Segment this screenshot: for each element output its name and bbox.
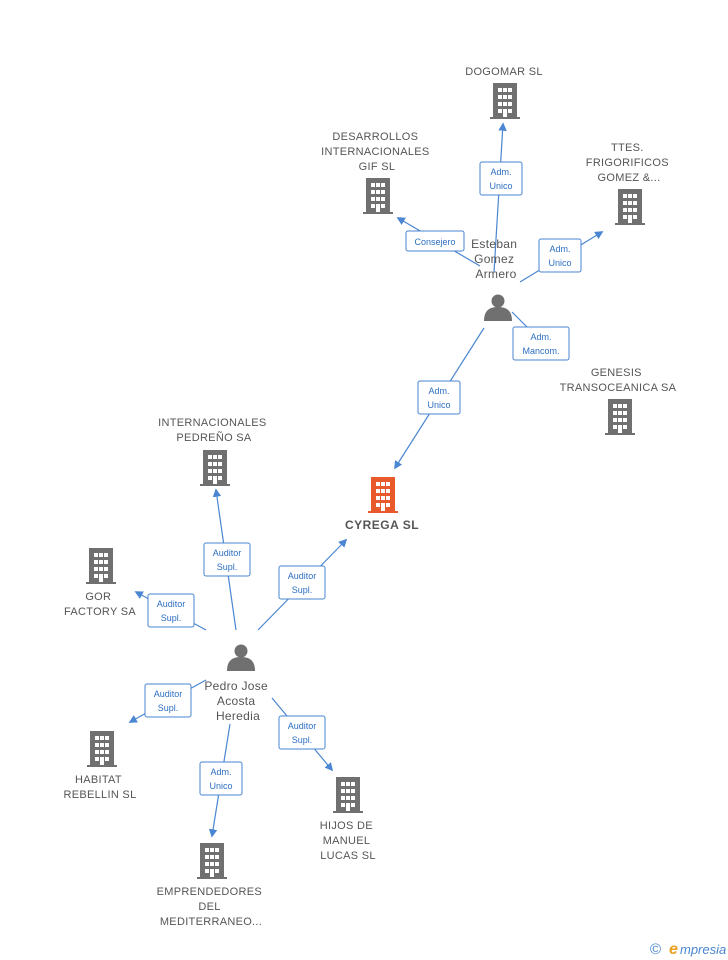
building-icon [197,843,227,879]
node-label: GENESIS TRANSOCEANICA SA [560,367,677,394]
building-icon [86,548,116,584]
node-internacionales[interactable]: INTERNACIONALES PEDREÑO SA [158,417,270,486]
building-icon [490,83,520,119]
node-dogomar[interactable]: DOGOMAR SL [465,66,543,119]
node-genesis[interactable]: GENESIS TRANSOCEANICA SA [560,367,677,435]
building-icon [87,731,117,767]
svg-text:Adm.Unico: Adm.Unico [548,244,571,268]
node-label: GOR FACTORY SA [64,591,136,618]
node-ttes[interactable]: TTES. FRIGORIFICOS GOMEZ &... [586,142,672,225]
edge-label-emprendedores[interactable]: Adm.Unico [199,761,243,796]
node-gor[interactable]: GOR FACTORY SA [64,548,136,618]
node-label: EMPRENDEDORES DEL MEDITERRANEO... [157,886,266,928]
building-icon [200,450,230,486]
node-esteban[interactable]: Esteban Gomez Armero [471,237,521,321]
edge-lines [128,122,604,838]
edge-label-ttes[interactable]: Adm.Unico [538,238,582,273]
edge-label-genesis[interactable]: Adm.Mancom. [512,326,570,361]
watermark: © e mpresia [650,941,726,958]
node-emprendedores[interactable]: EMPRENDEDORES DEL MEDITERRANEO... [157,843,266,928]
building-icon [615,189,645,225]
edge-label-cyrega-esteban[interactable]: Adm.Unico [417,380,461,415]
node-label: HIJOS DE MANUEL LUCAS SL [320,820,377,862]
node-label: Pedro Jose Acosta Heredia [204,679,271,723]
edge-label-dogomar[interactable]: Adm.Unico [479,161,523,196]
building-icon [605,399,635,435]
person-icon [227,644,255,671]
building-icon [333,777,363,813]
svg-text:Adm.Unico: Adm.Unico [489,167,512,191]
svg-text:Adm.Unico: Adm.Unico [427,386,450,410]
node-desarrollos[interactable]: DESARROLLOS INTERNACIONALES GIF SL [321,131,433,214]
node-hijos[interactable]: HIJOS DE MANUEL LUCAS SL [320,777,377,862]
svg-text:Adm.Mancom.: Adm.Mancom. [522,332,559,356]
node-label: DESARROLLOS INTERNACIONALES GIF SL [321,131,433,173]
node-label: Esteban Gomez Armero [471,237,521,281]
copyright-symbol: © [650,941,661,958]
node-label: INTERNACIONALES PEDREÑO SA [158,417,270,444]
node-label: CYREGA SL [345,518,419,532]
brand-name: mpresia [680,942,726,957]
node-label: TTES. FRIGORIFICOS GOMEZ &... [586,142,672,184]
node-label: HABITAT REBELLIN SL [63,774,136,801]
brand-initial: e [669,941,678,958]
node-cyrega[interactable]: CYREGA SL [345,477,419,532]
node-pedro[interactable]: Pedro Jose Acosta Heredia [204,644,271,724]
svg-text:Adm.Unico: Adm.Unico [209,767,232,791]
building-icon [363,178,393,214]
person-icon [484,294,512,321]
building-icon [368,477,398,513]
node-habitat[interactable]: HABITAT REBELLIN SL [63,731,136,801]
edge-label-desarrollos[interactable]: Consejero [405,230,465,252]
svg-text:Consejero: Consejero [414,237,455,247]
edge-line-dogomar [493,122,507,273]
node-label: DOGOMAR SL [465,66,543,78]
